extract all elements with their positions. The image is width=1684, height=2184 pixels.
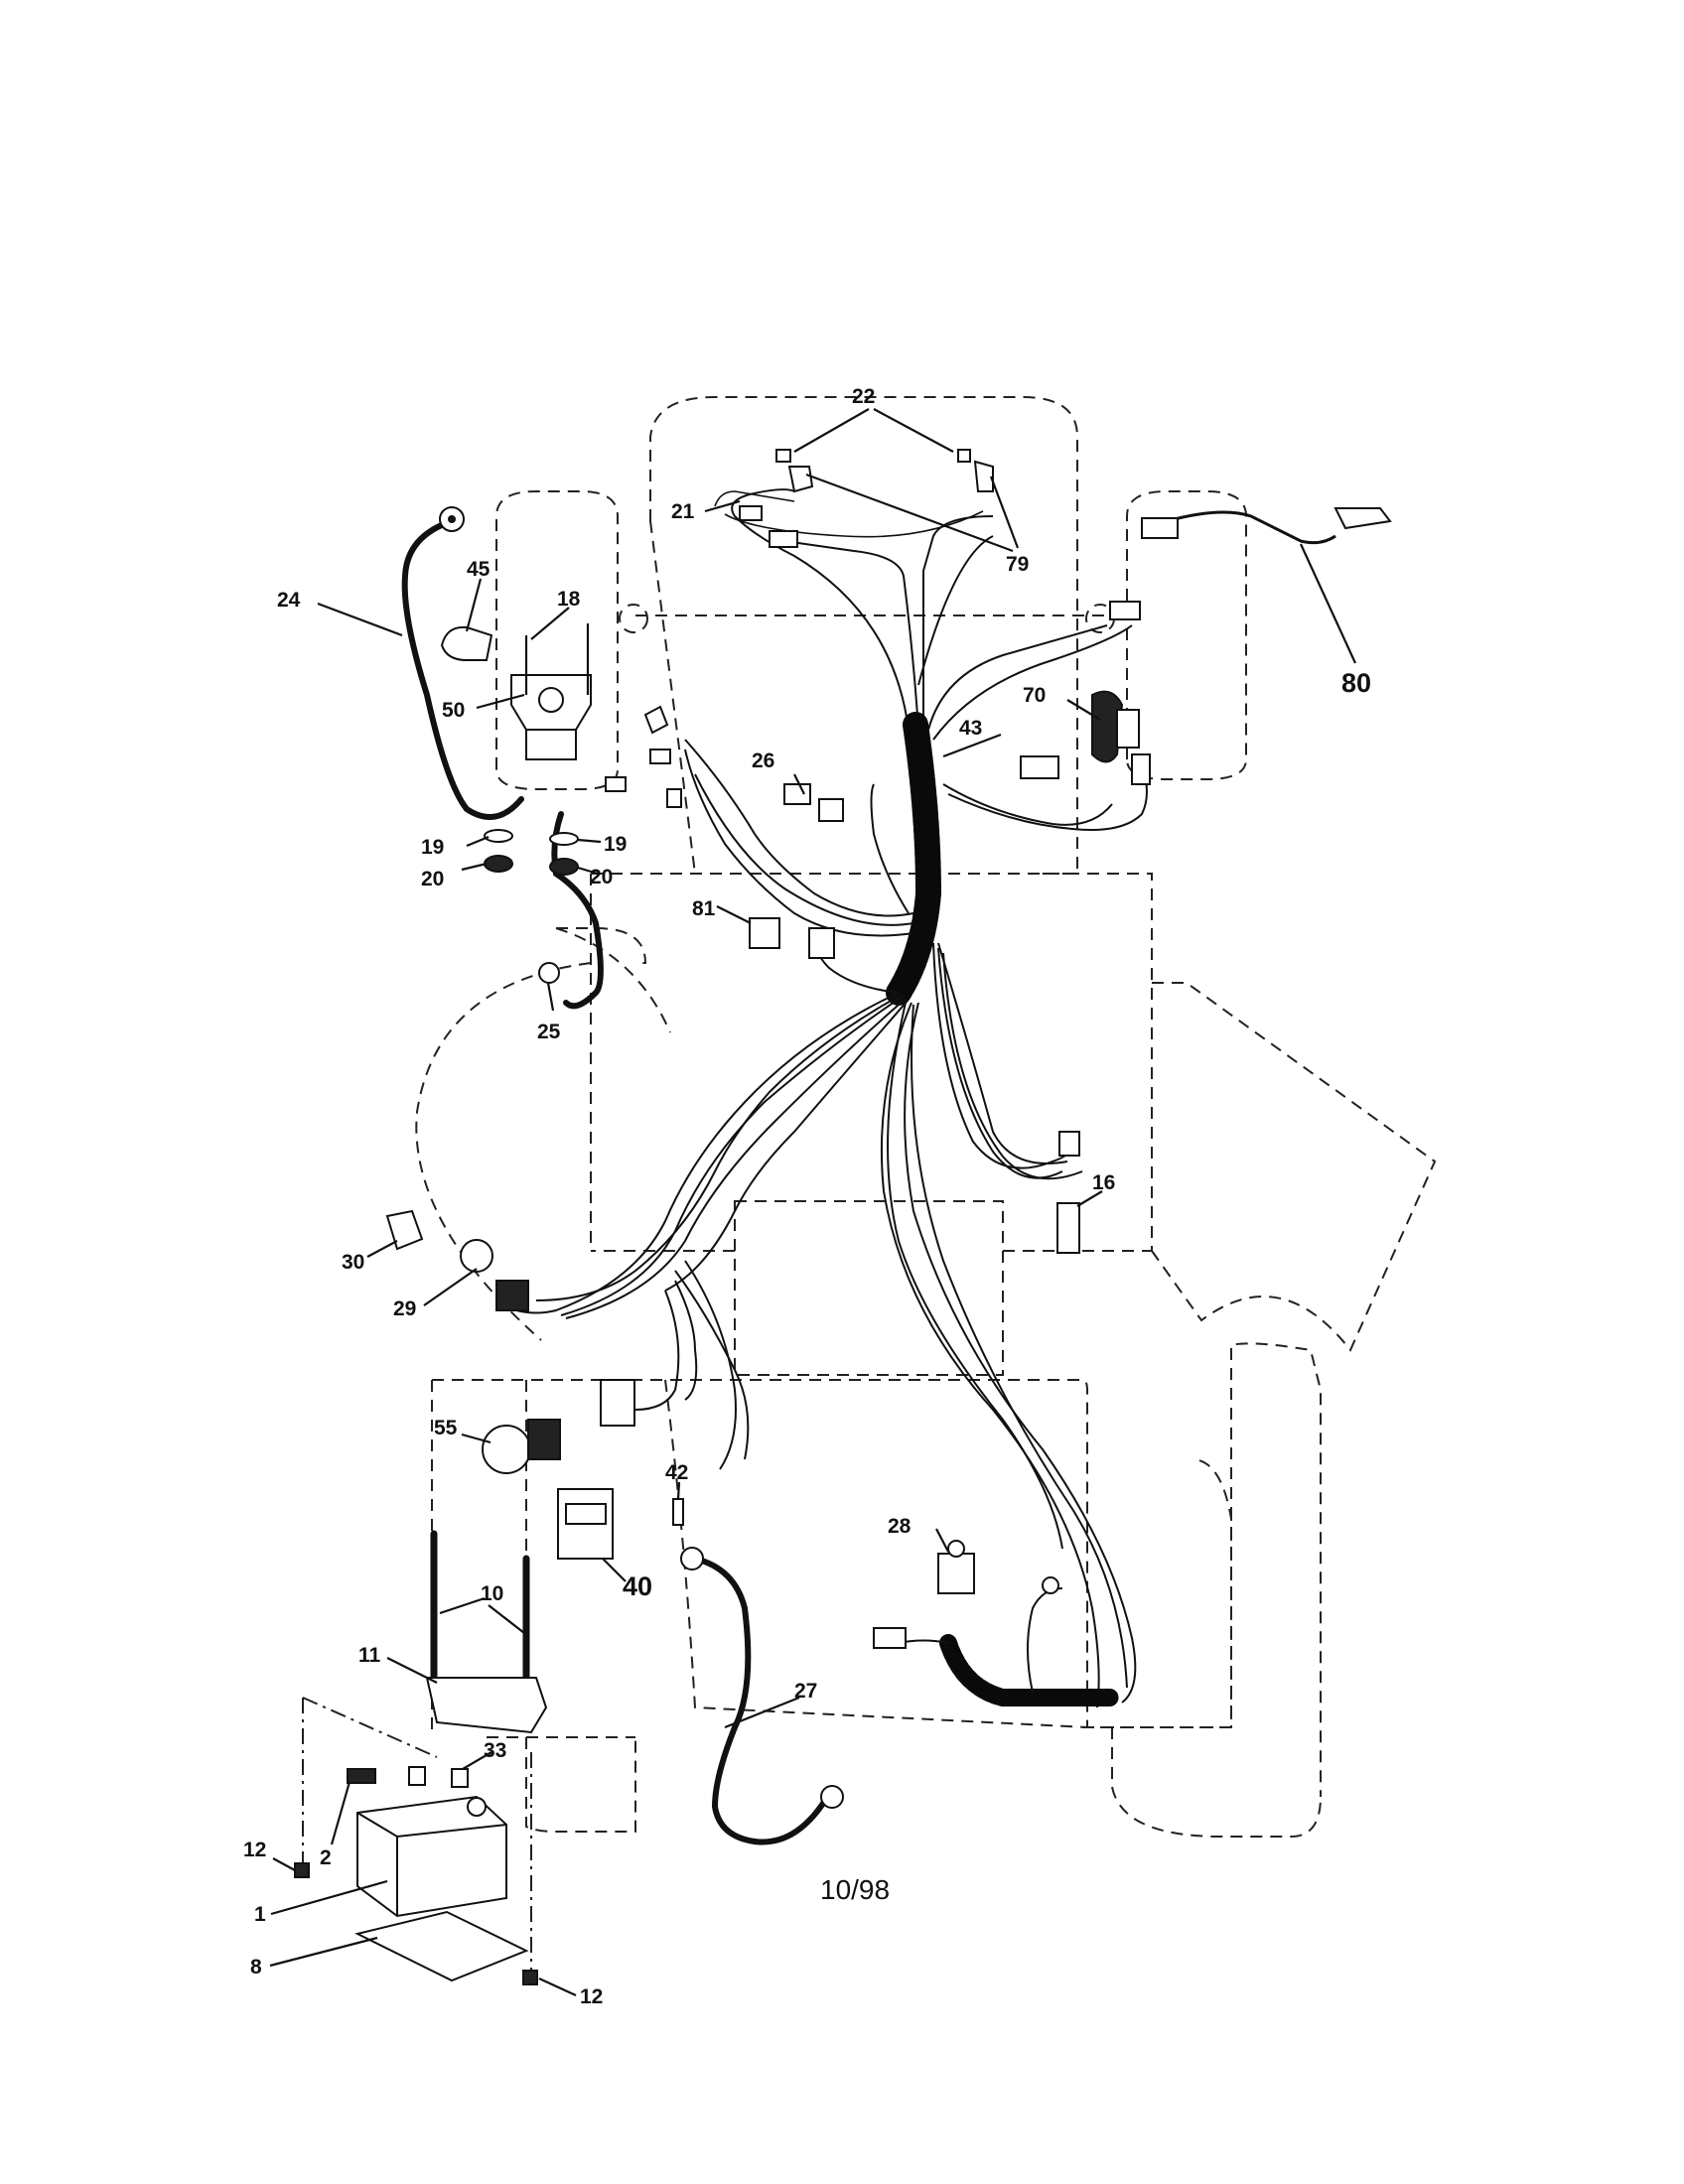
connector-79b-icon — [973, 460, 994, 492]
connector-a-icon — [643, 705, 669, 735]
callout-20-left: 20 — [421, 868, 444, 890]
screw-22b-icon — [957, 449, 971, 463]
battery-1-icon — [356, 1795, 507, 1918]
screw-55-icon — [672, 1498, 684, 1526]
connector-29-icon — [873, 1627, 907, 1649]
callout-19-left: 19 — [421, 836, 444, 859]
callout-40: 43 — [959, 717, 982, 740]
callout-21: 21 — [671, 500, 695, 523]
callout-55: 42 — [665, 1461, 688, 1484]
callout-27: 33 — [484, 1739, 506, 1762]
cables — [401, 506, 1336, 1845]
connector-6pin-icon — [600, 1379, 635, 1427]
ignition-plug-30-icon — [495, 1280, 529, 1311]
callout-20-right: 20 — [590, 866, 613, 888]
callout-2: 2 — [320, 1846, 332, 1869]
key-33-icon — [385, 1209, 424, 1251]
terminal-2-icon — [408, 1766, 426, 1786]
ignition-switch-30-icon — [460, 1239, 493, 1273]
screw-22a-icon — [775, 449, 791, 463]
lug-25-icon — [538, 962, 560, 984]
connector-b-icon — [649, 749, 671, 764]
connector-80b-icon — [1333, 507, 1392, 530]
connector-79a-icon — [787, 466, 814, 493]
callout-70: 70 — [1023, 684, 1046, 707]
connector-21a-icon — [739, 505, 763, 521]
callout-18: 18 — [557, 588, 581, 611]
callout-43: 50 — [442, 699, 465, 722]
callout-26: 26 — [752, 750, 774, 772]
nut-20b-icon — [549, 858, 579, 876]
connector-d-icon — [605, 776, 627, 792]
date-code: 10/98 — [820, 1874, 890, 1905]
components — [294, 449, 1392, 1985]
callout-28: 27 — [794, 1680, 817, 1703]
callout-24: 24 — [277, 589, 301, 612]
callout-33: 30 — [342, 1251, 364, 1274]
callout-80: 80 — [1341, 668, 1371, 698]
callout-45: 40 — [623, 1571, 652, 1601]
callout-29: 28 — [888, 1515, 912, 1538]
connector-70c-icon — [1131, 753, 1151, 785]
callout-25: 25 — [537, 1021, 561, 1043]
relay-81-socket-icon — [808, 927, 835, 959]
callout-19-right: 19 — [604, 833, 627, 856]
switch-16-icon — [1056, 1202, 1080, 1254]
terminal-27-icon — [451, 1768, 469, 1788]
callout-16: 16 — [1092, 1171, 1115, 1194]
callout-12-right: 12 — [580, 1985, 603, 2008]
solenoid-base-icon — [525, 729, 577, 760]
callout-8: 8 — [250, 1956, 262, 1979]
solenoid-29-icon — [937, 1553, 975, 1594]
connector-26a-icon — [783, 783, 811, 805]
pto-knob-50-icon — [482, 1425, 531, 1474]
bolt-2-icon — [347, 1768, 376, 1784]
nut-20a-icon — [484, 855, 513, 873]
callout-30: 29 — [393, 1297, 416, 1320]
callout-81: 81 — [692, 897, 716, 920]
callout-1: 1 — [254, 1903, 266, 1926]
callout-11: 11 — [358, 1644, 381, 1667]
callout-50: 55 — [434, 1417, 458, 1439]
leader-lines — [269, 408, 1356, 1996]
connector-26b-icon — [818, 798, 844, 822]
washer-19a-icon — [484, 829, 513, 843]
connector-70a-icon — [1020, 755, 1059, 779]
harness-70-icon — [1091, 690, 1124, 763]
callout-10: 10 — [481, 1582, 503, 1605]
nut-12a-icon — [294, 1862, 310, 1878]
relay-81-icon — [749, 917, 780, 949]
washer-19b-icon — [549, 832, 579, 846]
callout-12-left: 12 — [243, 1839, 266, 1861]
cover-42-icon — [440, 625, 493, 661]
connector-21b-icon — [769, 530, 798, 548]
connector-c-icon — [666, 788, 682, 808]
connector-80c-icon — [1109, 601, 1141, 620]
connector-16a-icon — [1058, 1131, 1080, 1157]
battery-holddown-11-icon — [425, 1677, 548, 1734]
callout-42: 45 — [467, 558, 491, 581]
connector-80a-icon — [1141, 517, 1179, 539]
callout-labels: 22 79 21 24 45 18 50 80 70 43 26 81 19 2… — [243, 385, 1371, 2008]
pto-switch-50-icon — [527, 1419, 561, 1460]
connector-70b-icon — [1116, 709, 1140, 749]
nut-12b-icon — [522, 1970, 538, 1985]
battery-tray-8-icon — [354, 1910, 529, 1982]
callout-22: 22 — [852, 385, 875, 408]
callout-79: 79 — [1006, 553, 1029, 576]
